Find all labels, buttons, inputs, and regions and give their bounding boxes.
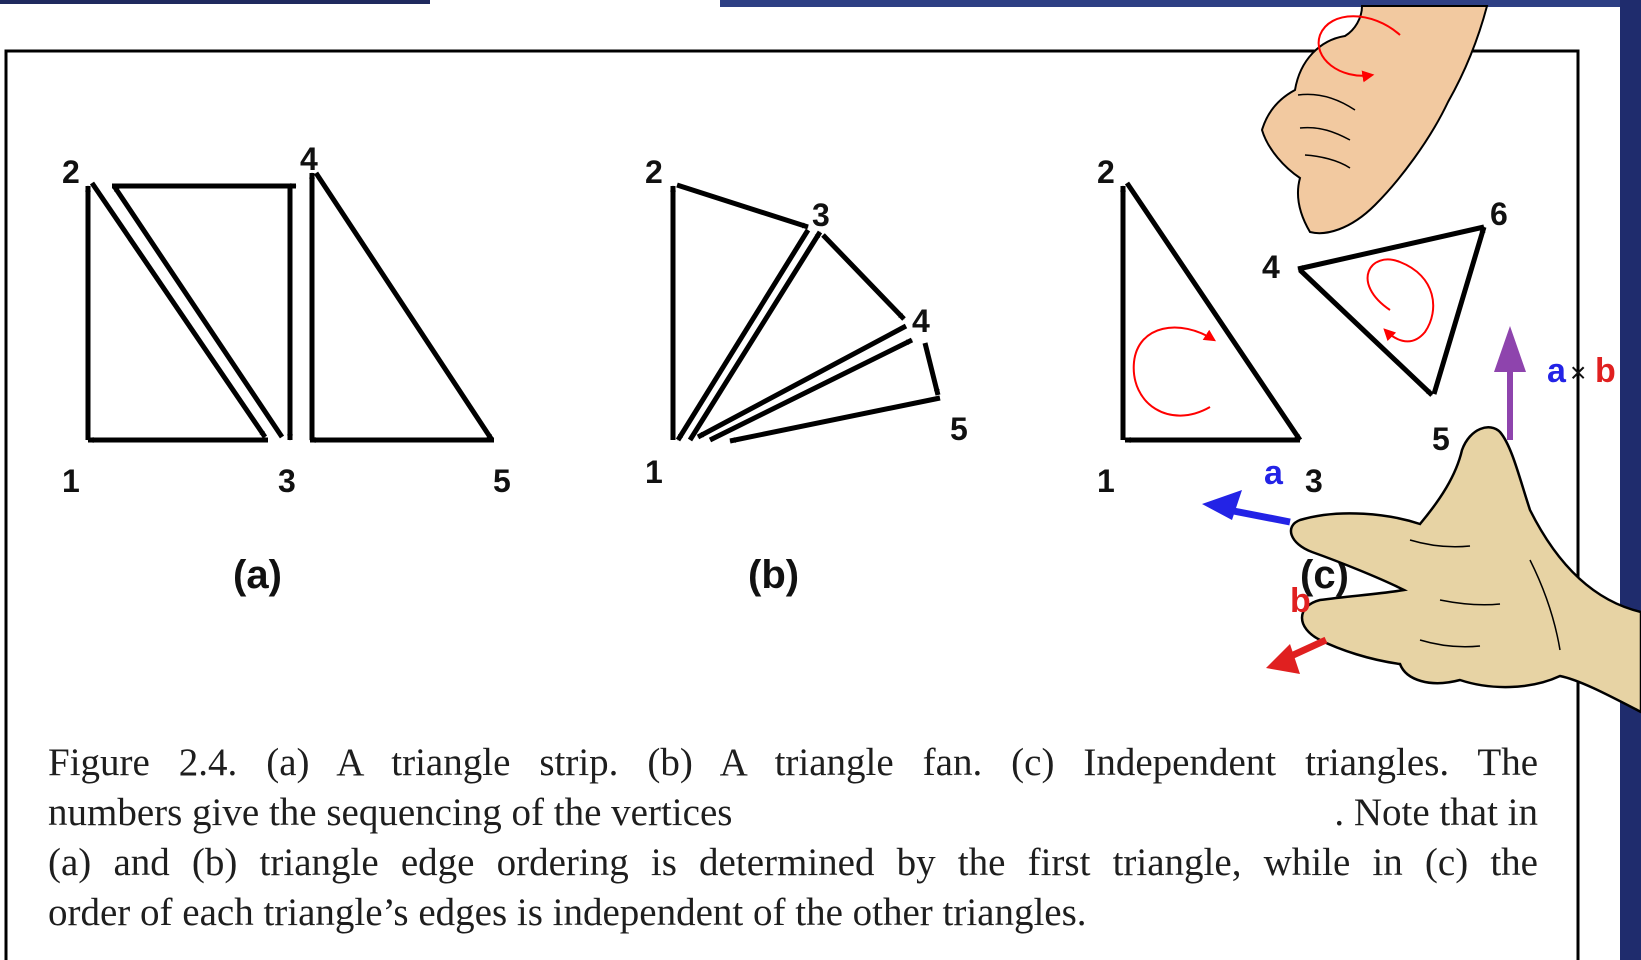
vertex-label-c-1: 1 xyxy=(1097,463,1115,499)
panel-label-a: (a) xyxy=(233,553,282,597)
vertex-label-a-2: 2 xyxy=(62,154,80,190)
vertex-label-c-4: 4 xyxy=(1262,249,1280,285)
vertex-label-a-5: 5 xyxy=(493,463,511,499)
edge-a-3-2 xyxy=(111,184,285,439)
vertex-label-c-3: 3 xyxy=(1305,463,1323,499)
vertex-label-b-5: 5 xyxy=(950,411,968,447)
vertex-label-c-2: 2 xyxy=(1097,154,1115,190)
curl-arrow-icon xyxy=(1317,15,1401,83)
edge-b-4-5 xyxy=(922,342,941,396)
panel-label-b: (b) xyxy=(748,553,799,597)
vector-b-arrowhead xyxy=(1266,644,1300,674)
edge-c-5-6 xyxy=(1431,226,1487,395)
edge-c-6-4 xyxy=(1297,224,1485,272)
caption-line-1: Figure 2.4. (a) A triangle strip. (b) A … xyxy=(48,741,1538,784)
edge-b-3-1 xyxy=(675,228,811,442)
cross-label-op: × xyxy=(1570,357,1586,388)
circulation-arrow-c-right xyxy=(1366,258,1435,343)
edge-c-4-5 xyxy=(1298,268,1434,397)
edge-b-1-4 xyxy=(708,337,914,443)
vertex-label-b-4: 4 xyxy=(912,303,930,339)
cross-label-a: a xyxy=(1547,352,1567,390)
vertex-label-a-3: 3 xyxy=(278,463,296,499)
caption-line-4: order of each triangle’s edges is indepe… xyxy=(48,891,1087,934)
vertex-label-a-1: 1 xyxy=(62,463,80,499)
figure-frame xyxy=(4,49,1580,960)
edge-c-2-3 xyxy=(1124,181,1303,442)
edge-b-4-1 xyxy=(696,323,908,440)
panel-b-fan: 2 1 3 4 5 (b) xyxy=(645,154,968,597)
edge-b-5-1 xyxy=(729,395,941,444)
caption-line-2-right: . Note that in xyxy=(1334,791,1538,834)
edge-b-2-3 xyxy=(676,182,809,230)
circulation-arrow-c-left xyxy=(1132,326,1217,417)
vector-a-label: a xyxy=(1264,454,1284,492)
caption-line-3: (a) and (b) triangle edge ordering is de… xyxy=(48,841,1538,884)
vertex-label-b-3: 3 xyxy=(812,197,830,233)
slide-right-edge xyxy=(1620,0,1641,960)
vertex-label-b-1: 1 xyxy=(645,454,663,490)
edge-a-4-5 xyxy=(313,171,495,442)
panel-a-strip: 2 1 3 4 5 (a) xyxy=(62,141,511,597)
cross-product-arrowhead xyxy=(1494,326,1526,372)
edge-b-1-3 xyxy=(687,230,823,442)
vertex-label-c-6: 6 xyxy=(1490,196,1508,232)
vector-a-arrowhead xyxy=(1202,490,1242,520)
slide-top-bar-right xyxy=(720,0,1620,7)
edge-b-3-4 xyxy=(821,233,906,321)
vertex-label-c-5: 5 xyxy=(1432,421,1450,457)
vertex-label-b-2: 2 xyxy=(645,154,663,190)
caption-line-2-left: numbers give the sequencing of the verti… xyxy=(48,791,733,834)
cross-label-b: b xyxy=(1595,352,1616,390)
figure-caption: Figure 2.4. (a) A triangle strip. (b) A … xyxy=(48,738,1538,938)
pointing-hand-icon xyxy=(1289,426,1641,714)
caption-line-2: numbers give the sequencing of the verti… xyxy=(48,788,1538,838)
vertex-label-a-4: 4 xyxy=(300,141,318,177)
thumb-hand-icon xyxy=(1260,5,1489,235)
slide-top-bar-left xyxy=(0,0,430,4)
edge-a-2-3 xyxy=(89,181,268,439)
vector-b-label: b xyxy=(1290,582,1311,620)
